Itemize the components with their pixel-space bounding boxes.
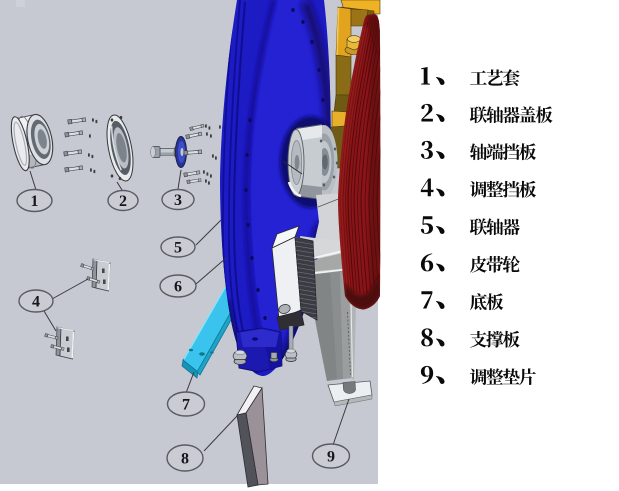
svg-text:5: 5 [174, 240, 182, 257]
svg-text:6: 6 [174, 279, 182, 296]
svg-text:7: 7 [182, 397, 190, 414]
svg-text:3: 3 [174, 192, 182, 209]
svg-text:8: 8 [181, 451, 189, 468]
svg-text:4: 4 [32, 294, 40, 311]
svg-text:9: 9 [327, 449, 335, 466]
svg-text:2: 2 [119, 193, 127, 210]
svg-text:1: 1 [31, 193, 39, 210]
